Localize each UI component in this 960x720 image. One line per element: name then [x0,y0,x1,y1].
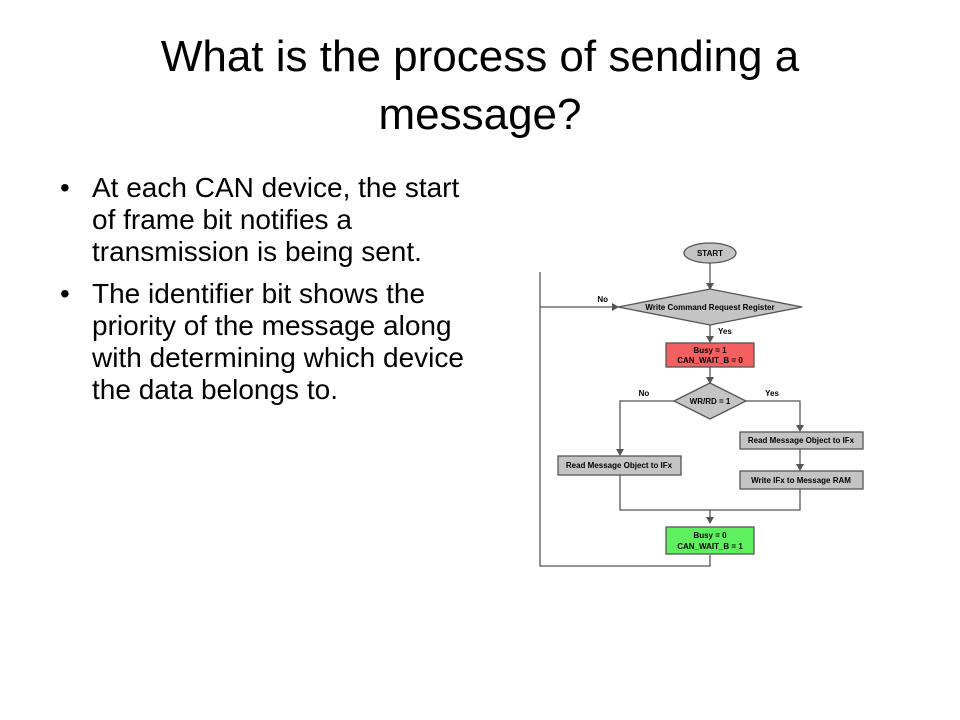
bullet-text: At each CAN device, the start of frame b… [92,172,460,267]
flow-start-label: START [697,249,723,258]
bullet-item-1: • At each CAN device, the start of frame… [60,172,480,268]
flow-busy-clear-line2: CAN_WAIT_B = 1 [677,542,743,551]
connector-decision1-no-loop [539,272,711,567]
bullet-dot: • [60,278,70,309]
bullet-list: • At each CAN device, the start of frame… [60,172,480,416]
flow-busy-set-line2: CAN_WAIT_B = 0 [677,356,743,365]
flow-decision2-no-label: No [639,389,650,398]
flow-start: START [683,242,737,264]
flow-decision1-yes-label: Yes [718,327,732,336]
bullet-text: The identifier bit shows the priority of… [92,278,464,405]
flow-decision-wr-rd: WR/RD = 1 [672,382,748,420]
flow-write-ifx-ram-label: Write IFx to Message RAM [751,476,851,485]
bullet-dot: • [60,172,70,203]
flow-busy-clear: Busy = 0 CAN_WAIT_B = 1 [665,526,755,555]
slide-title: What is the process of sending a message… [160,32,800,139]
connector-left-join [619,475,714,524]
flow-read-object-left-label: Read Message Object to IFx [566,461,673,470]
flow-decision-write-command-label: Write Command Request Register [645,303,774,312]
flow-busy-clear-line1: Busy = 0 [693,531,727,540]
flow-decision-wr-rd-label: WR/RD = 1 [690,397,731,406]
connector-decision2-no [616,400,674,456]
flow-decision2-yes-label: Yes [765,389,779,398]
connector-right-join [710,489,801,511]
flow-read-object-right-label: Read Message Object to IFx [748,436,855,445]
flow-decision1-no-label: No [597,295,608,304]
flow-decision-write-command: Write Command Request Register [617,288,803,326]
connector-decision2-yes [746,400,804,432]
flow-busy-set: Busy = 1 CAN_WAIT_B = 0 [665,342,755,368]
flow-busy-set-line1: Busy = 1 [693,346,727,355]
flow-write-ifx-ram: Write IFx to Message RAM [739,470,864,490]
connectors [539,263,804,567]
flow-read-object-right: Read Message Object to IFx [739,431,864,450]
bullet-item-2: • The identifier bit shows the priority … [60,278,480,406]
flowchart: START Write Command Request Register No … [539,242,864,567]
flow-read-object-left: Read Message Object to IFx [557,455,682,476]
